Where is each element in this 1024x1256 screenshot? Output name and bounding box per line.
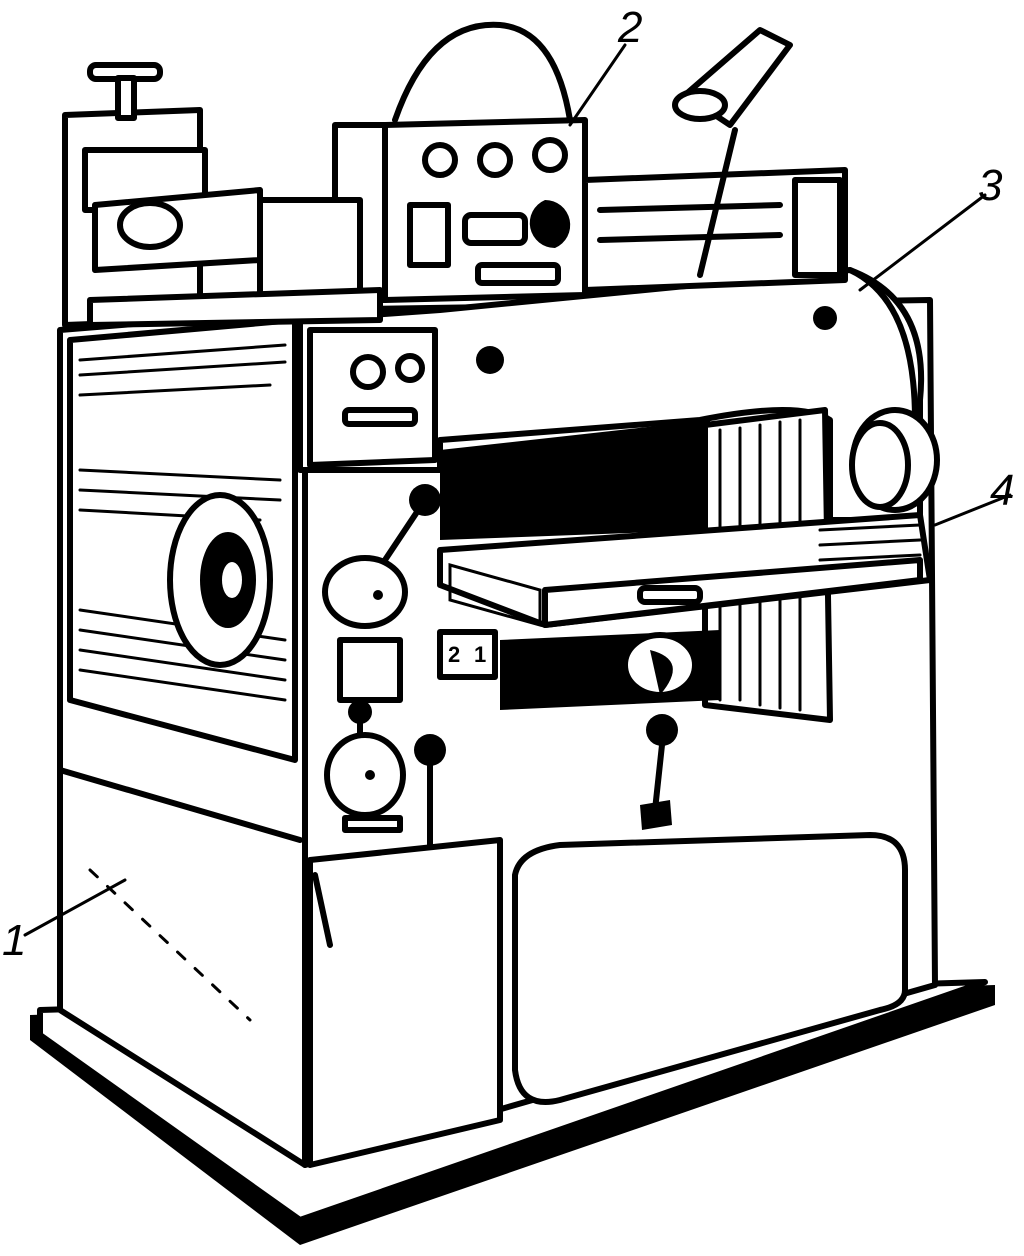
callout-2: 2 — [617, 3, 642, 52]
control-panel — [332, 21, 588, 303]
spindle-assembly — [62, 62, 383, 328]
upper-lever — [322, 484, 441, 629]
front-door — [512, 832, 908, 1105]
plate-mark-1: 1 — [474, 642, 486, 667]
leader-1 — [23, 878, 127, 937]
callout-leaders — [23, 43, 1012, 937]
indicator-plate: 2 1 — [337, 629, 498, 703]
leader-2 — [568, 43, 627, 127]
leader-3 — [858, 193, 987, 292]
lamp — [672, 27, 793, 278]
callout-4: 4 — [990, 466, 1014, 515]
front-lever — [622, 632, 698, 830]
middle-handwheel — [324, 700, 406, 833]
leader-4 — [933, 493, 1012, 527]
work-table — [437, 512, 933, 628]
gauge-panel — [307, 306, 837, 468]
top-rail — [582, 167, 848, 293]
lower-cabinet-edge — [307, 837, 503, 1168]
plate-mark-2: 2 — [448, 642, 460, 667]
right-dial — [849, 407, 940, 513]
callout-3: 3 — [978, 161, 1003, 210]
callout-1: 1 — [2, 916, 26, 965]
side-handwheel — [167, 492, 273, 668]
